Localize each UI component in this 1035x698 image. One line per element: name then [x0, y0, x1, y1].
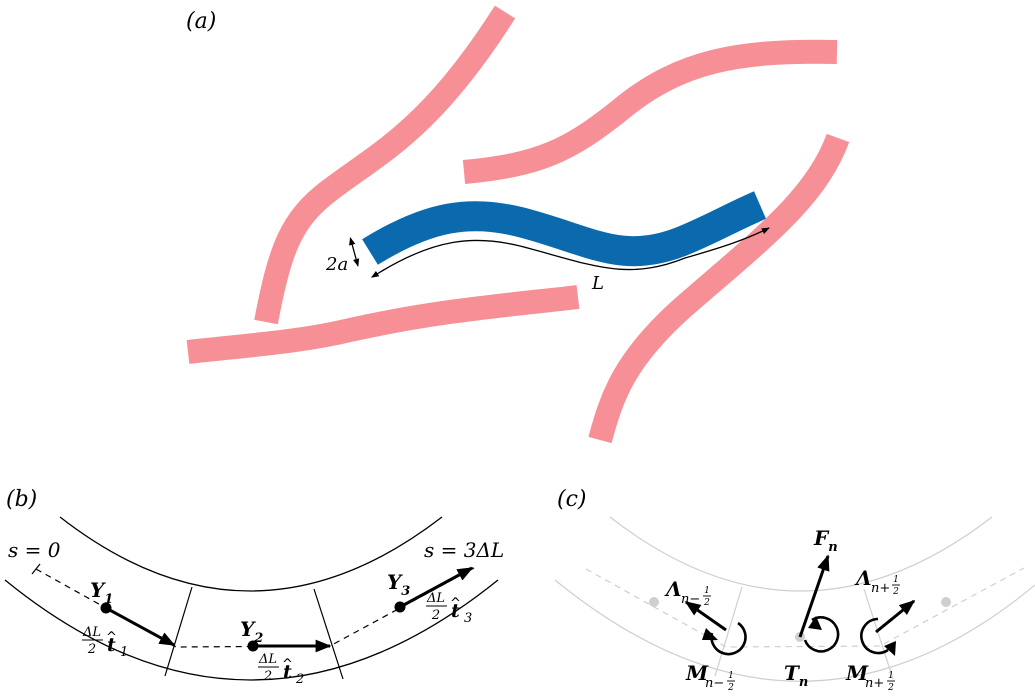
thickness-label: 2a — [325, 254, 348, 275]
force-label: Fn — [813, 526, 838, 555]
moment-plus-label: M n+ 1 2 — [845, 661, 895, 693]
ghost-inner-edge — [554, 579, 1035, 682]
tangent-label-2: ΔL 2 t ^ 2 — [258, 652, 304, 687]
svg-text:^: ^ — [282, 657, 293, 672]
tangent-arrow-3 — [399, 566, 474, 609]
s-start-tick — [31, 563, 41, 575]
tangent-label-3: ΔL 2 t ^ 3 — [426, 591, 472, 626]
torque-label: Tn — [784, 661, 808, 690]
label-Y1: Y1 — [90, 578, 113, 607]
svg-text:2: 2 — [892, 587, 899, 597]
main-filament — [362, 191, 766, 267]
svg-text:2: 2 — [727, 683, 734, 693]
neighbor-filament-2 — [462, 39, 838, 184]
moment-minus-symbol — [702, 621, 747, 656]
svg-text:n+: n+ — [871, 581, 890, 596]
svg-text:Λ: Λ — [854, 566, 872, 590]
lambda-minus-arrow — [684, 600, 727, 632]
svg-text:1: 1 — [728, 671, 734, 681]
force-arrow — [798, 554, 830, 638]
svg-text:M: M — [685, 661, 709, 685]
thickness-arrow — [349, 237, 360, 267]
label-Y3: Y3 — [387, 570, 410, 599]
svg-text:3: 3 — [464, 611, 472, 626]
panel-c-label: (c) — [557, 487, 587, 512]
svg-text:2: 2 — [295, 672, 304, 687]
svg-text:ΔL: ΔL — [426, 591, 445, 606]
neighbor-filament-1 — [254, 5, 516, 325]
panel-b: (b) s = 0 s = 3ΔL Y1 Y2 Y3 ΔL 2 t ^ — [4, 487, 504, 687]
svg-text:2: 2 — [87, 642, 96, 657]
svg-text:t: t — [107, 634, 116, 656]
svg-text:n−: n− — [705, 676, 724, 691]
svg-text:n−: n− — [681, 592, 700, 607]
svg-text:1: 1 — [893, 575, 899, 585]
moment-minus-label: M n− 1 2 — [685, 661, 735, 693]
svg-text:1: 1 — [888, 671, 894, 681]
lambda-plus-label: Λ n+ 1 2 — [854, 566, 900, 597]
panel-b-label: (b) — [6, 487, 37, 512]
panel-a: (a) 2a L — [186, 5, 850, 444]
svg-text:ΔL: ΔL — [258, 652, 277, 667]
svg-text:2: 2 — [263, 669, 272, 684]
length-label: L — [591, 273, 604, 294]
moment-plus-symbol — [860, 617, 896, 656]
svg-text:M: M — [845, 661, 869, 685]
neighbor-filament-4 — [588, 133, 850, 444]
tangent-label-1: ΔL 2 t ^ 1 — [82, 625, 128, 660]
ghost-divider-1 — [714, 586, 743, 677]
ghost-outer-edge — [609, 516, 993, 592]
filament-outer-edge — [59, 516, 443, 592]
svg-text:1: 1 — [704, 586, 710, 596]
svg-text:t: t — [283, 661, 292, 683]
panel-c: (c) Fn Λ n− 1 — [554, 487, 1035, 693]
length-arrow — [370, 227, 770, 278]
svg-text:^: ^ — [106, 630, 117, 645]
ghost-point-3 — [941, 597, 951, 607]
svg-text:^: ^ — [450, 596, 461, 611]
panel-a-label: (a) — [186, 9, 216, 34]
ghost-centerline — [585, 567, 1025, 648]
segment-divider-2 — [313, 588, 344, 680]
s-start-label: s = 0 — [8, 538, 61, 562]
svg-text:2: 2 — [703, 598, 710, 608]
neighbor-filament-3 — [186, 285, 580, 364]
svg-text:2: 2 — [887, 683, 894, 693]
filament-inner-edge — [4, 579, 499, 681]
svg-text:1: 1 — [120, 645, 128, 660]
ghost-point-1 — [649, 597, 659, 607]
s-end-label: s = 3ΔL — [424, 538, 504, 562]
lambda-minus-label: Λ n− 1 2 — [664, 577, 711, 608]
svg-text:t: t — [451, 600, 460, 622]
torque-symbol — [803, 616, 840, 653]
tangent-arrow-1 — [105, 606, 176, 647]
segment-divider-1 — [164, 586, 193, 677]
svg-text:Λ: Λ — [664, 577, 682, 601]
svg-text:n+: n+ — [865, 676, 884, 691]
svg-text:2: 2 — [431, 608, 440, 623]
lambda-plus-arrow — [875, 599, 916, 634]
ghost-divider-2 — [863, 588, 894, 680]
label-Y2: Y2 — [240, 617, 263, 646]
svg-text:ΔL: ΔL — [82, 625, 101, 640]
